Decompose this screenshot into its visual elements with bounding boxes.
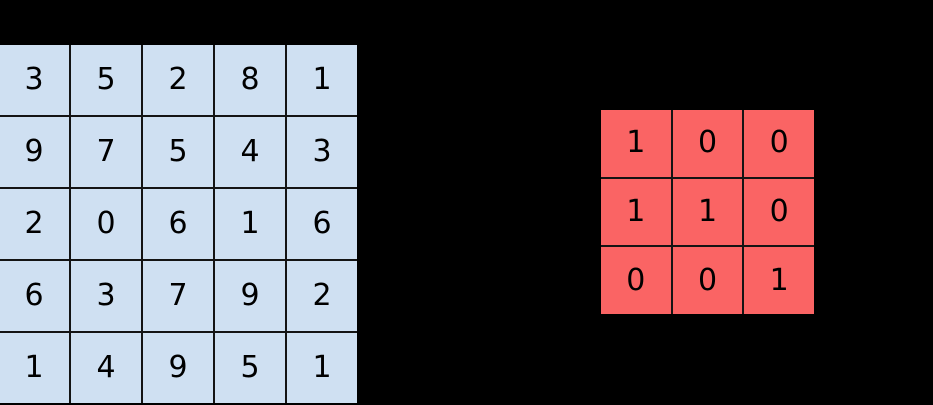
kernel-matrix-cell-r0-c1: 0 (672, 110, 743, 177)
input-matrix-cell-r1-c0: 9 (0, 117, 69, 187)
input-matrix-cell-r1-c1: 7 (71, 117, 141, 187)
kernel-matrix-cell-r2-c0: 0 (601, 247, 671, 314)
kernel-matrix-cell-r1-c1: 1 (672, 178, 743, 246)
kernel-matrix-cell-r1-c2: 0 (744, 178, 814, 246)
input-matrix-cell-r3-c4: 2 (287, 261, 357, 331)
input-matrix-cell-r2-c4: 6 (287, 189, 357, 259)
input-matrix-cell-r1-c4: 3 (287, 117, 357, 187)
kernel-matrix-cell-r0-c2: 0 (744, 110, 814, 177)
kernel-matrix-cell-r2-c1: 0 (672, 247, 743, 314)
input-matrix-cell-r3-c3: 9 (215, 261, 285, 331)
input-matrix-cell-r3-c0: 6 (0, 261, 69, 331)
input-matrix-cell-r0-c2: 2 (143, 45, 213, 115)
input-matrix-cell-r2-c2: 6 (143, 189, 213, 259)
input-matrix-cell-r0-c0: 3 (0, 45, 69, 115)
input-matrix-cell-r0-c3: 8 (215, 45, 285, 115)
input-matrix-cell-r4-c2: 9 (143, 333, 213, 403)
input-matrix-cell-r2-c1: 0 (71, 189, 141, 259)
kernel-matrix-cell-r1-c0: 1 (601, 178, 671, 246)
input-matrix-cell-r1-c2: 5 (143, 117, 213, 187)
input-matrix-cell-r2-c3: 1 (215, 189, 285, 259)
input-matrix-cell-r3-c2: 7 (143, 261, 213, 331)
input-matrix-cell-r4-c4: 1 (287, 333, 357, 403)
kernel-matrix-cell-r2-c2: 1 (744, 247, 814, 314)
input-matrix-cell-r4-c3: 5 (215, 333, 285, 403)
input-matrix-cell-r0-c4: 1 (287, 45, 357, 115)
input-matrix-cell-r0-c1: 5 (71, 45, 141, 115)
input-matrix-cell-r4-c0: 1 (0, 333, 69, 403)
input-matrix-cell-r4-c1: 4 (71, 333, 141, 403)
input-matrix-cell-r1-c3: 4 (215, 117, 285, 187)
kernel-matrix-cell-r0-c0: 1 (601, 110, 671, 177)
input-matrix-cell-r3-c1: 3 (71, 261, 141, 331)
input-matrix-cell-r2-c0: 2 (0, 189, 69, 259)
